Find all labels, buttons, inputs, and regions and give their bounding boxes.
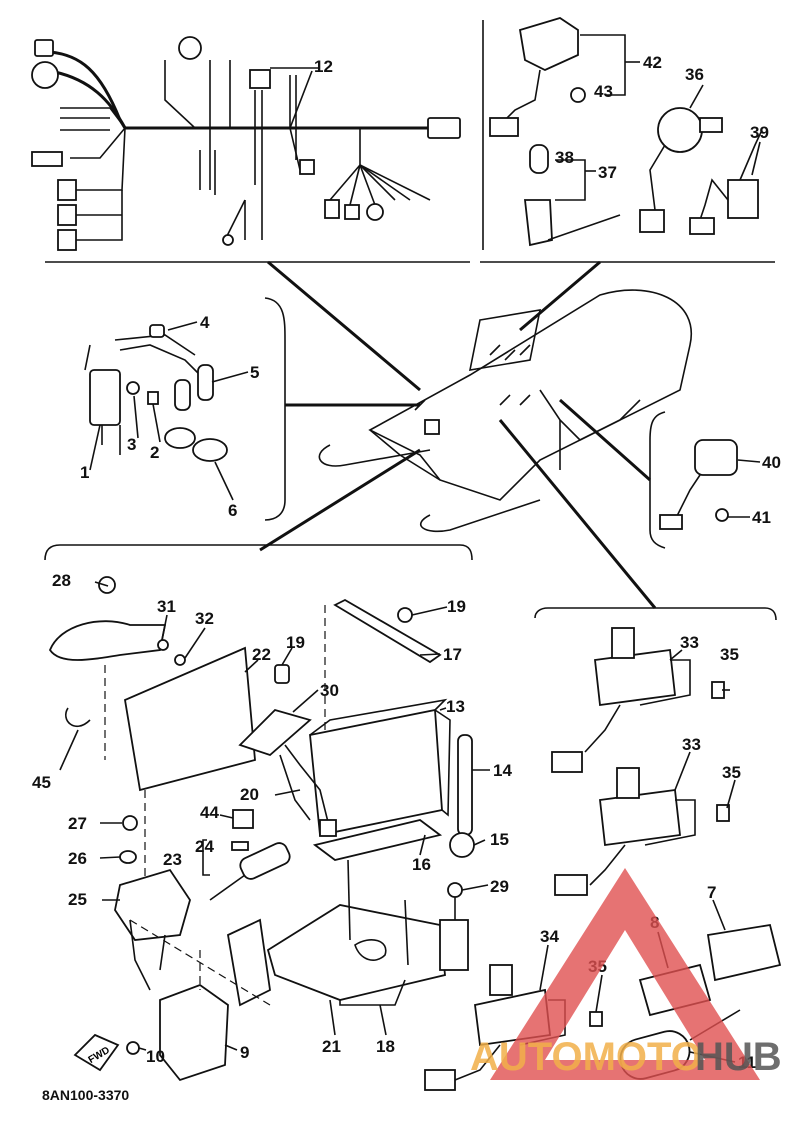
leader [498,419,657,609]
callout-leaders [59,61,761,1063]
callout-44: 44 [200,803,219,822]
callout-33-top: 33 [680,633,699,652]
callout-34: 34 [540,927,559,946]
watermark-text-2: HUB [695,1035,782,1079]
callout-13: 13 [446,697,465,716]
callout-42: 42 [643,53,662,72]
callout-43: 43 [594,82,613,101]
watermark: AUTOMOTO HUB [470,868,782,1080]
callout-19-mid: 19 [286,633,305,652]
leader [519,260,601,332]
callout-6: 6 [228,501,237,520]
callout-21: 21 [322,1037,341,1056]
watermark-text-1: AUTOMOTO [470,1035,702,1079]
callout-39: 39 [750,123,769,142]
callout-20: 20 [240,785,259,804]
callout-33-bottom: 33 [682,735,701,754]
callout-14: 14 [493,761,512,780]
callout-38: 38 [555,148,574,167]
callout-1: 1 [80,463,89,482]
callout-28: 28 [52,571,71,590]
callout-25: 25 [68,890,87,909]
callout-22: 22 [252,645,271,664]
callout-2: 2 [150,443,159,462]
callout-16: 16 [412,855,431,874]
callout-40: 40 [762,453,781,472]
callout-35-mid: 35 [722,763,741,782]
callout-27: 27 [68,814,87,833]
leader [259,448,421,552]
callout-36: 36 [685,65,704,84]
callout-9: 9 [240,1043,249,1062]
callout-26: 26 [68,849,87,868]
callout-37: 37 [598,163,617,182]
callout-17: 17 [443,645,462,664]
callout-5: 5 [250,363,259,382]
ignition-coil-group [84,297,420,521]
callout-35-top: 35 [720,645,739,664]
snowmobile-outline [318,289,693,533]
callout-24: 24 [195,837,214,856]
watermark-triangle-logo [490,868,760,1080]
callout-31: 31 [157,597,176,616]
callout-30: 30 [320,681,339,700]
starter-relay-group [559,398,738,549]
switch-group [482,17,763,250]
callout-15: 15 [490,830,509,849]
callout-32: 32 [195,609,214,628]
wire-harness [31,36,461,251]
callout-7: 7 [707,883,716,902]
callout-23: 23 [163,850,182,869]
callout-10: 10 [146,1047,165,1066]
lower-electrical-box: FWD [48,576,475,1082]
callout-45: 45 [32,773,51,792]
callout-19-top: 19 [447,597,466,616]
sensor-group [424,627,730,1091]
callout-29: 29 [490,877,509,896]
callout-4: 4 [200,313,210,332]
callout-3: 3 [127,435,136,454]
leader [267,260,421,392]
callout-41: 41 [752,508,771,527]
callout-12: 12 [314,57,333,76]
diagram-code: 8AN100-3370 [42,1087,129,1103]
callout-18: 18 [376,1037,395,1056]
